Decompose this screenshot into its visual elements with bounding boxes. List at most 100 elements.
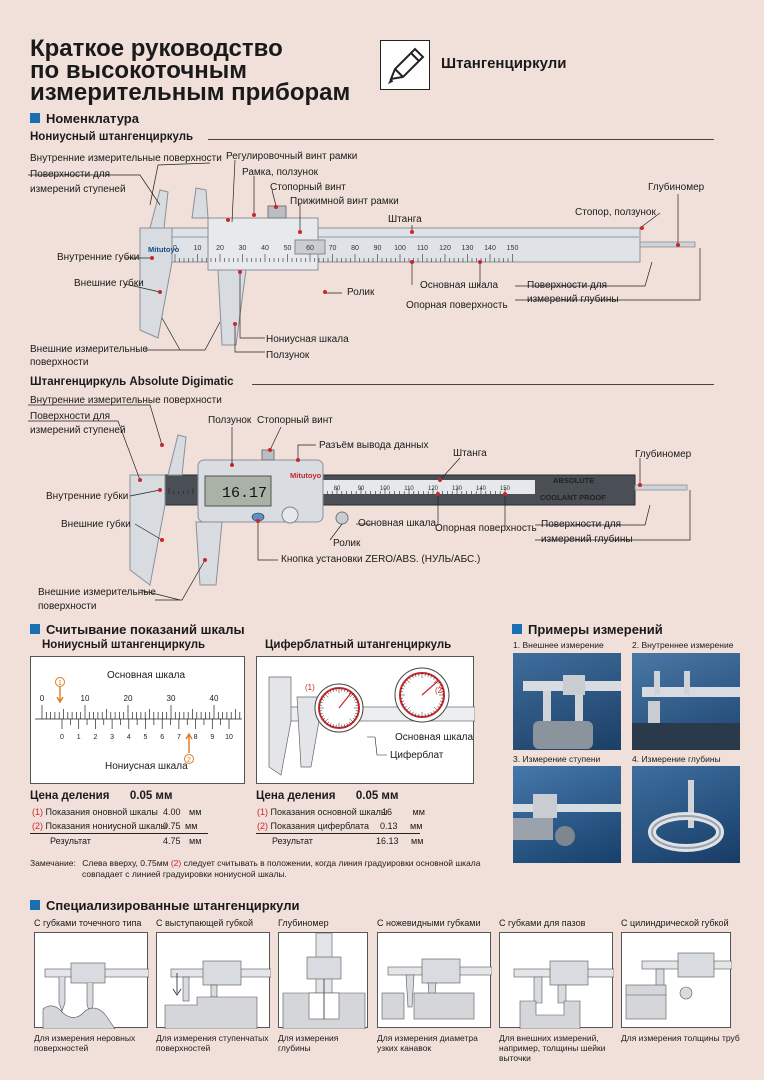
special-image-1-art	[42, 962, 149, 1029]
vernier-row-1: (1) Показания оновной шкалы	[32, 807, 158, 818]
special-title-5: С губками для пазов	[499, 918, 586, 928]
desc-line: Для измерения ступенчатых	[156, 1033, 269, 1043]
dial-tick	[319, 701, 323, 703]
digi-label-slider: Ползунок	[208, 415, 252, 426]
label-step-surfaces-1: Поверхности для	[30, 169, 111, 180]
dial-tick	[346, 723, 349, 726]
digi-label-outer-surfaces-1: Внешние измерительные	[38, 587, 156, 598]
title-line-1: Краткое руководство	[30, 35, 283, 62]
scale-number: 60	[306, 245, 314, 252]
dial-tick	[329, 723, 332, 726]
special-image-6	[621, 932, 732, 1028]
section-square-icon	[30, 624, 40, 634]
example-photo-4-art	[648, 780, 724, 852]
special-image-4	[377, 932, 492, 1028]
desc-line: Для измерения	[278, 1033, 339, 1043]
desc-line: Для измерения неровных	[34, 1033, 136, 1043]
scale-number: 20	[216, 245, 224, 252]
nomenclature-heading: Номенклатура	[30, 111, 139, 126]
desc-line: узких канавок	[377, 1043, 432, 1053]
dial-reading-box: (1) (2) Основная шкала Циферблат	[256, 656, 475, 784]
rv-main-scale-label: Основная шкала	[107, 670, 186, 681]
result-value: 16.13	[376, 836, 399, 846]
section-square-icon	[512, 624, 522, 634]
reading-heading: Считывание показаний шкалы	[30, 622, 245, 637]
nomenclature-heading-text: Номенклатура	[46, 111, 139, 126]
digi-label-inner-surfaces: Внутренние измерительные поверхности	[30, 395, 222, 406]
example-photo-2	[632, 653, 740, 750]
vernier-number: 8	[194, 734, 198, 741]
row-mark: (2)	[257, 821, 268, 831]
label-outer-surfaces-2: поверхности	[30, 357, 89, 368]
row-value: 0.13	[380, 821, 398, 831]
note-text-b: следует считывать в положении, когда лин…	[183, 858, 481, 868]
vernier-number: 1	[77, 734, 81, 741]
result-unit: мм	[189, 836, 202, 846]
special-image-1	[34, 932, 149, 1029]
label-ref-surface: Опорная поверхность	[406, 300, 508, 311]
digi-label-outer-jaws: Внешние губки	[61, 519, 131, 530]
dial-tick	[408, 710, 412, 713]
label-slider: Ползунок	[266, 350, 310, 361]
scale-number: 10	[194, 245, 202, 252]
special-image-3-art	[282, 933, 366, 1029]
label-depth-surfaces-1: Поверхности для	[527, 280, 608, 291]
dial-tick	[319, 713, 323, 715]
vernier-number: 10	[225, 734, 233, 741]
dial-tick	[406, 706, 411, 711]
scale-number: 140	[476, 486, 487, 492]
special-image-6-art	[625, 952, 732, 1020]
digi-label-main-scale: Основная шкала	[358, 518, 437, 529]
note-line-2: совпадает с линией градуировки нониусной…	[82, 869, 287, 879]
svg-text:2: 2	[187, 757, 191, 764]
dial-tick	[355, 701, 359, 703]
digi-label-data-port: Разъём вывода данных	[319, 440, 429, 451]
dial-tick	[430, 711, 433, 715]
row-unit: мм	[412, 807, 425, 817]
dial-tick	[404, 681, 407, 685]
vernier-number: 4	[127, 734, 131, 741]
vernier-heading: Нониусный штангенциркуль	[30, 131, 194, 143]
row-mark: (1)	[32, 807, 43, 817]
example-label-1: 1. Внешнее измерение	[513, 640, 604, 650]
main-number: 10	[81, 694, 90, 703]
vernier-result-label: Результат	[50, 836, 91, 846]
row-unit: мм	[410, 821, 423, 831]
svg-text:1: 1	[58, 680, 62, 687]
main-number: 0	[40, 694, 45, 703]
scale-number: 150	[507, 245, 519, 252]
label-outer-surfaces-1: Внешние измерительные	[30, 344, 148, 355]
example-photo-1	[513, 653, 621, 750]
dial-tick	[427, 673, 430, 678]
special-title-4: С ножевидными губками	[377, 918, 481, 928]
digi-label-ref-surface: Опорная поверхность	[435, 523, 537, 534]
dial-tick	[355, 713, 359, 715]
dial-tick	[322, 717, 326, 720]
dial-tick	[432, 677, 436, 680]
vernier-number: 6	[160, 734, 164, 741]
desc-line: поверхностей	[156, 1043, 211, 1053]
section-square-icon	[30, 900, 40, 910]
digi-label-depth-surfaces-2: измерений глубины	[541, 534, 633, 545]
dial-tick	[406, 679, 411, 684]
dial-tick	[400, 687, 405, 690]
digimatic-display-text: 16.17	[222, 485, 267, 502]
scale-number: 70	[329, 245, 337, 252]
row-value: 4.00	[163, 807, 181, 817]
note-mark: (2)	[170, 858, 182, 868]
vernier-number: 2	[93, 734, 97, 741]
special-image-2	[156, 932, 271, 1029]
special-desc-5: Для внешних измерений,например, толщины …	[499, 1033, 606, 1063]
digimatic-brand-text: Mitutoyo	[290, 471, 322, 480]
dial-tick	[427, 712, 430, 717]
special-image-5-art	[513, 960, 614, 1029]
desc-line: Для измерения толщины труб	[621, 1033, 740, 1043]
digi-label-beam: Штанга	[453, 448, 487, 459]
special-title-1: С губками точечного типа	[34, 918, 142, 928]
example-photo-1-art	[523, 675, 621, 749]
label-depth-bar: Глубиномер	[648, 182, 705, 193]
digimatic-coolant-text: COOLANT PROOF	[540, 493, 606, 502]
desc-line: выточки	[499, 1053, 531, 1063]
